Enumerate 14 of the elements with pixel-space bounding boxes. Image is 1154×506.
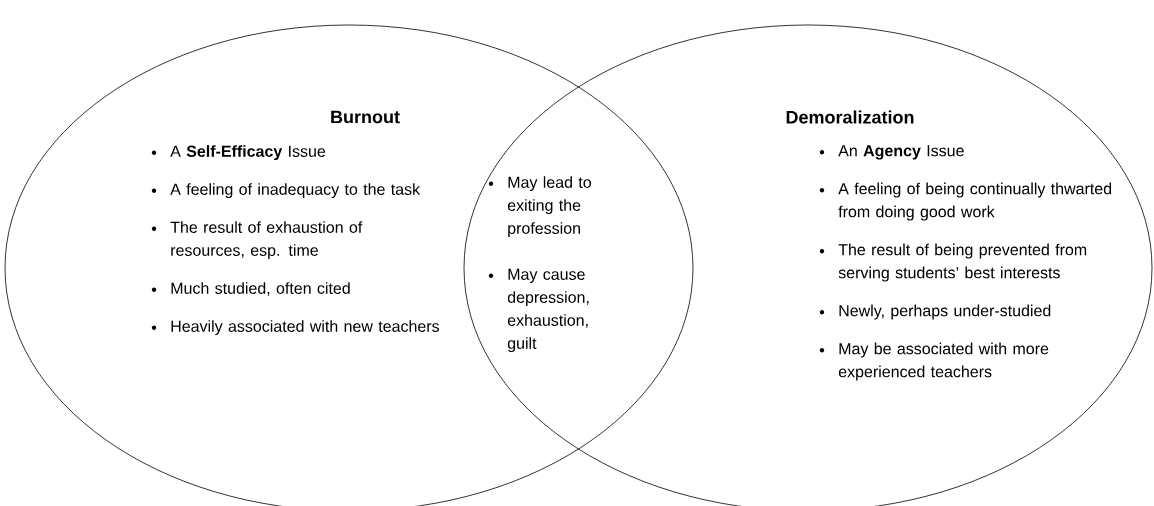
- bullet-item: Heavily associated with new teachers: [151, 320, 440, 336]
- bullet-item: May cause depression, exhaustion, guilt: [488, 268, 589, 353]
- bullet-item: The result of being prevented from serving students’ best interests: [819, 243, 1087, 282]
- bullet-item: An Agency Issue: [819, 145, 964, 160]
- heading: Burnout: [331, 110, 400, 124]
- bullet-item: May be associated with more experienced teachers: [819, 342, 1049, 381]
- bullet-item: May lead to exiting the profession: [488, 176, 591, 238]
- bullet-item: The result of exhaustion of resources, esp. time: [151, 221, 363, 260]
- bullet-item: A feeling of inadequacy to the task: [151, 183, 421, 199]
- bullet-item: A Self-Efficacy Issue: [151, 145, 326, 161]
- bullet-item: A feeling of being continually thwarted from doing good work: [819, 182, 1112, 221]
- heading: Demoralization: [786, 110, 914, 124]
- bullet-item: Newly, perhaps under-studied: [819, 304, 1051, 320]
- bullet-item: Much studied, often cited: [151, 282, 350, 296]
